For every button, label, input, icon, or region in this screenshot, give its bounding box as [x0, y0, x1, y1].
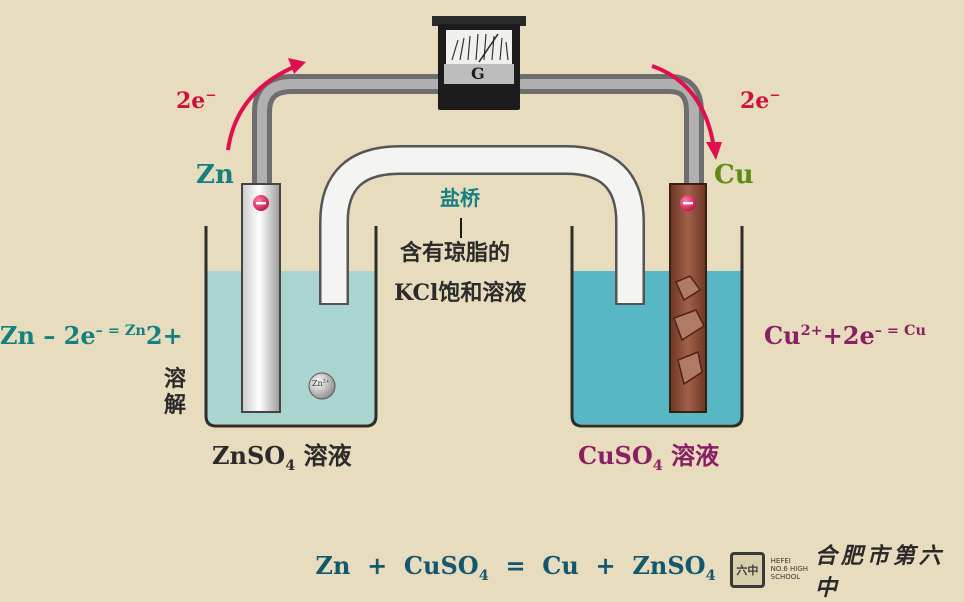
salt-bridge-desc-line2: KCl饱和溶液 — [394, 280, 527, 306]
overall-equation: Zn + CuSO4 = Cu + ZnSO4 — [315, 551, 716, 584]
salt-bridge-desc-line1: 含有琼脂的 — [400, 240, 511, 266]
cathode-equation: Cu2++2e– = Cu — [764, 321, 926, 350]
znso4-label: ZnSO4 溶液 — [212, 441, 352, 474]
copper-deposit — [673, 275, 705, 386]
school-chinese-name: 合肥市第六中 — [814, 543, 945, 601]
znso4-solution — [207, 271, 375, 424]
left-beaker — [204, 226, 378, 428]
salt-bridge-label: 盐桥 — [440, 186, 480, 210]
zn-electrode-label: Zn — [196, 160, 234, 190]
right-beaker — [570, 226, 744, 428]
school-english-name: HEFEI NO.6 HIGH SCHOOL — [770, 557, 809, 581]
electron-arrow-left — [226, 64, 297, 151]
cu-electrode-label: Cu — [714, 160, 754, 190]
school-emblem-icon: 六中 — [730, 552, 765, 588]
school-logo: 六中 HEFEI NO.6 HIGH SCHOOL 合肥市第六中 — [730, 538, 964, 602]
galvanometer — [432, 16, 526, 110]
cuso4-solution — [573, 271, 741, 424]
salt-bridge-body — [321, 147, 643, 303]
left-electron-label: 2e− — [176, 88, 217, 114]
right-electron-label: 2e− — [740, 88, 781, 114]
zinc-ion-label: Zn2+ — [312, 379, 330, 388]
zinc-electrode — [241, 183, 281, 413]
dissolve-label: 溶 解 — [164, 366, 187, 418]
electron-arrow-right — [651, 64, 716, 149]
electron-arrow-left-head — [288, 58, 306, 74]
electron-arrow-right-head — [706, 142, 722, 160]
cuso4-label: CuSO4 溶液 — [578, 441, 720, 474]
galvanometer-label: G — [471, 64, 485, 83]
zinc-ion-ball — [308, 372, 336, 400]
anode-equation: Zn – 2e– = Zn2+ — [0, 321, 183, 350]
